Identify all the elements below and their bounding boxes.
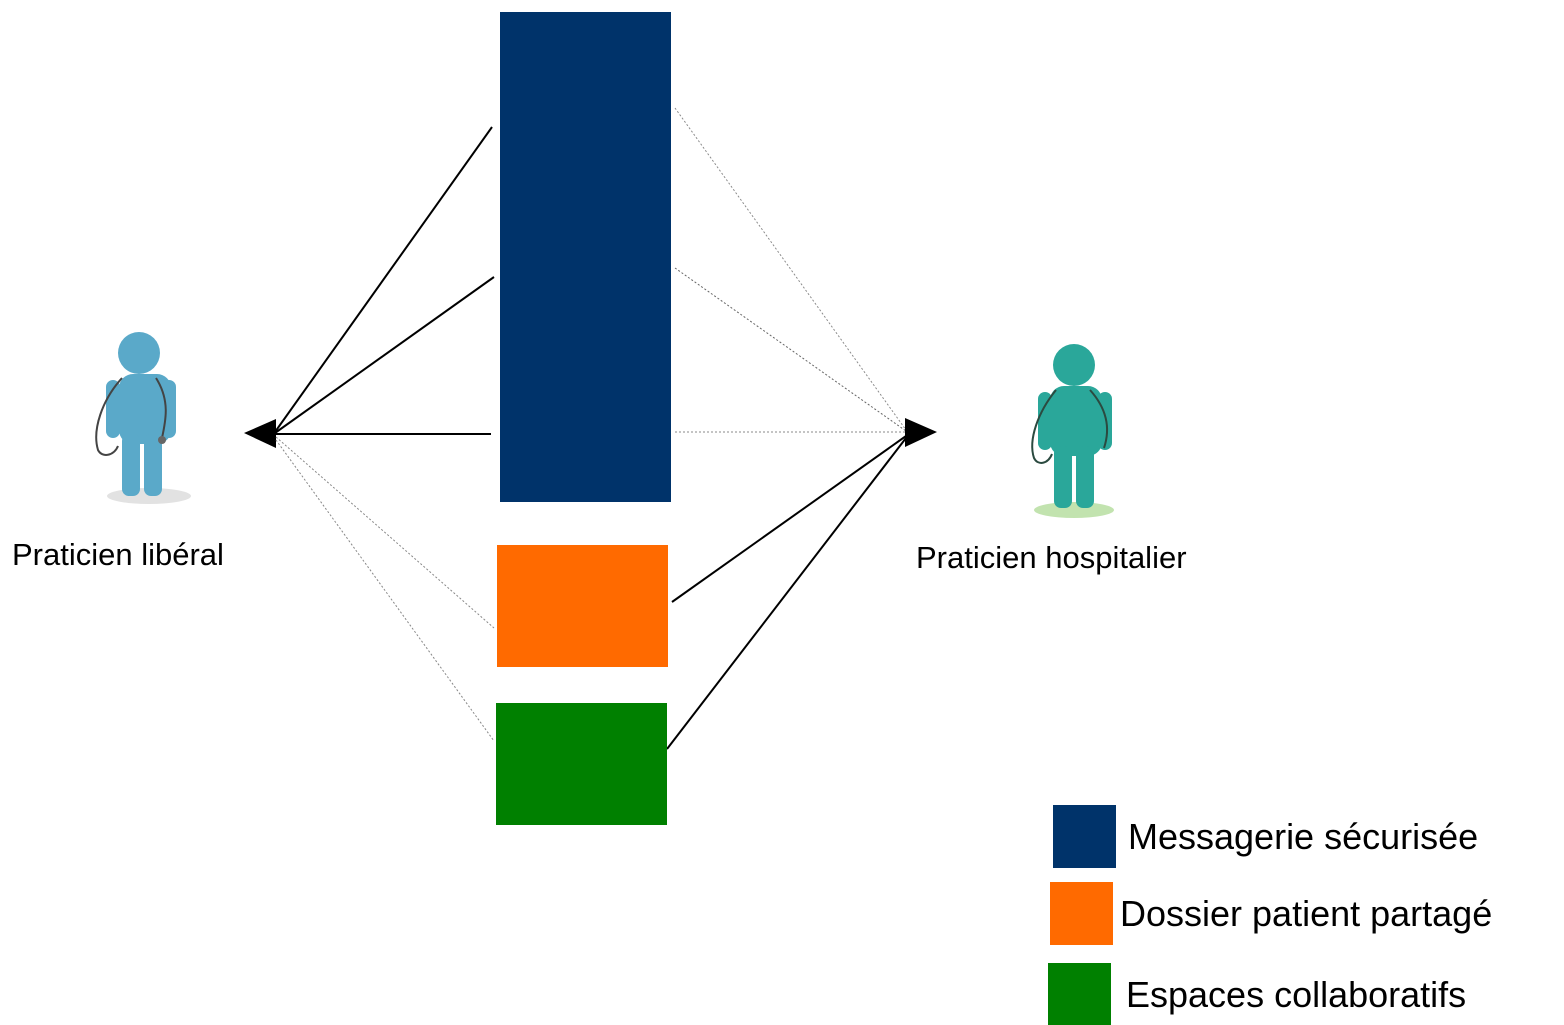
solid-arrow-line xyxy=(666,437,907,750)
dossier-block xyxy=(497,545,668,667)
messagerie-block xyxy=(500,12,671,502)
solid-arrow-line xyxy=(274,126,493,433)
solid-arrow-line xyxy=(274,276,495,434)
praticien-hospitalier-label: Praticien hospitalier xyxy=(916,540,1187,575)
legend-swatch-espaces xyxy=(1048,963,1111,1025)
arrowhead-right xyxy=(905,418,937,447)
legend-item-dossier: Dossier patient partagé xyxy=(1050,882,1560,946)
legend-swatch-dossier xyxy=(1050,882,1113,945)
doctor-liberal-icon xyxy=(74,330,224,530)
legend-swatch-messagerie xyxy=(1053,805,1116,868)
dotted-line xyxy=(275,439,495,742)
dotted-line xyxy=(275,436,495,629)
arrowhead-left xyxy=(244,419,276,448)
legend-label-dossier: Dossier patient partagé xyxy=(1120,893,1493,934)
espaces-block xyxy=(496,703,667,825)
legend-label-messagerie: Messagerie sécurisée xyxy=(1128,816,1479,857)
dotted-line xyxy=(674,107,907,431)
dotted-line xyxy=(674,267,907,432)
doctor-hospitalier-icon xyxy=(1012,330,1162,530)
solid-arrow-line xyxy=(671,435,907,603)
legend-item-messagerie: Messagerie sécurisée xyxy=(1053,805,1553,869)
legend-label-espaces: Espaces collaboratifs xyxy=(1126,974,1467,1015)
legend-item-espaces: Espaces collaboratifs xyxy=(1048,963,1548,1025)
praticien-liberal-label: Praticien libéral xyxy=(12,537,224,572)
